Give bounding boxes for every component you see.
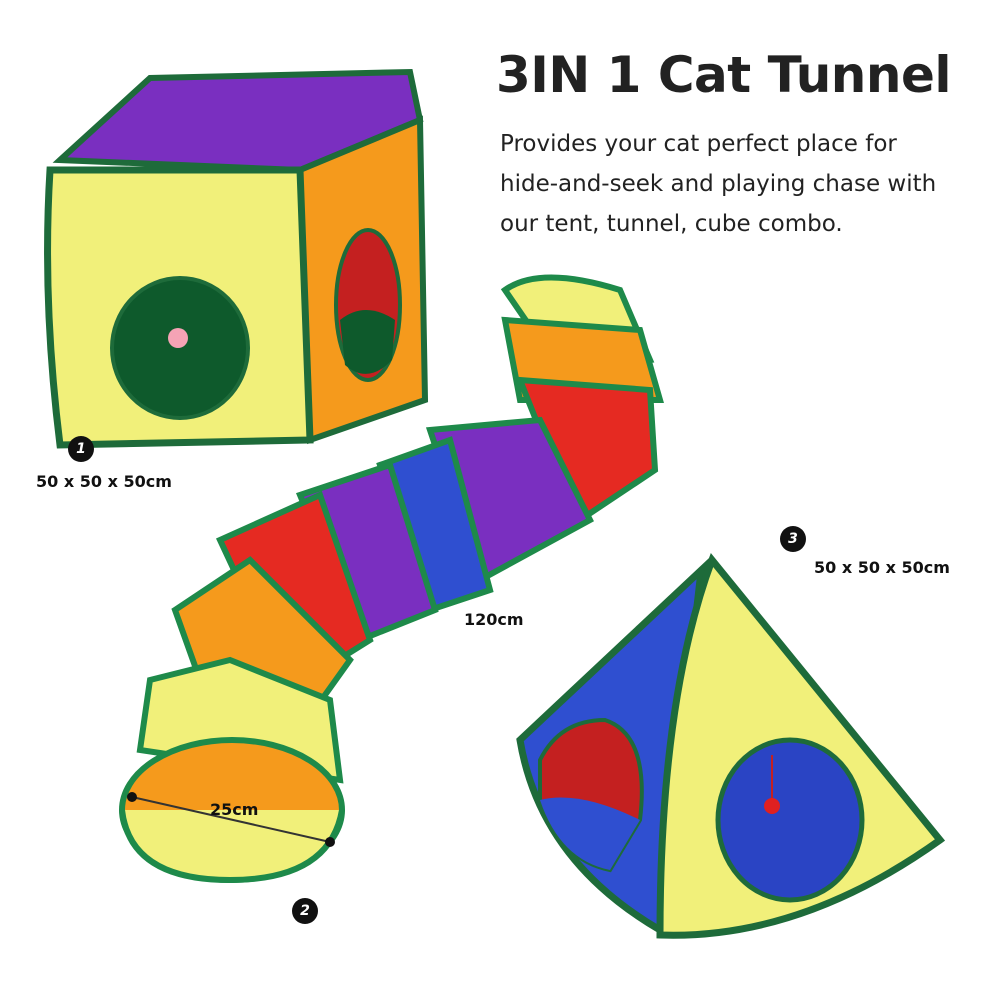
product-description: Provides your cat perfect place for hide…: [500, 131, 937, 237]
cube-number-badge: 1: [68, 436, 94, 462]
page-title: 3IN 1 Cat Tunnel: [496, 46, 952, 104]
tunnel-length-label: 120cm: [464, 610, 524, 629]
tent-product: [516, 553, 946, 939]
tunnel-product: [119, 274, 664, 884]
tunnel-diameter-label: 25cm: [210, 800, 259, 819]
tent-dimensions-label: 50 x 50 x 50cm: [814, 558, 950, 577]
tent-number-badge: 3: [780, 526, 806, 552]
cube-product: [44, 68, 429, 449]
tunnel-number-badge: 2: [292, 898, 318, 924]
cube-dimensions-label: 50 x 50 x 50cm: [36, 472, 172, 491]
